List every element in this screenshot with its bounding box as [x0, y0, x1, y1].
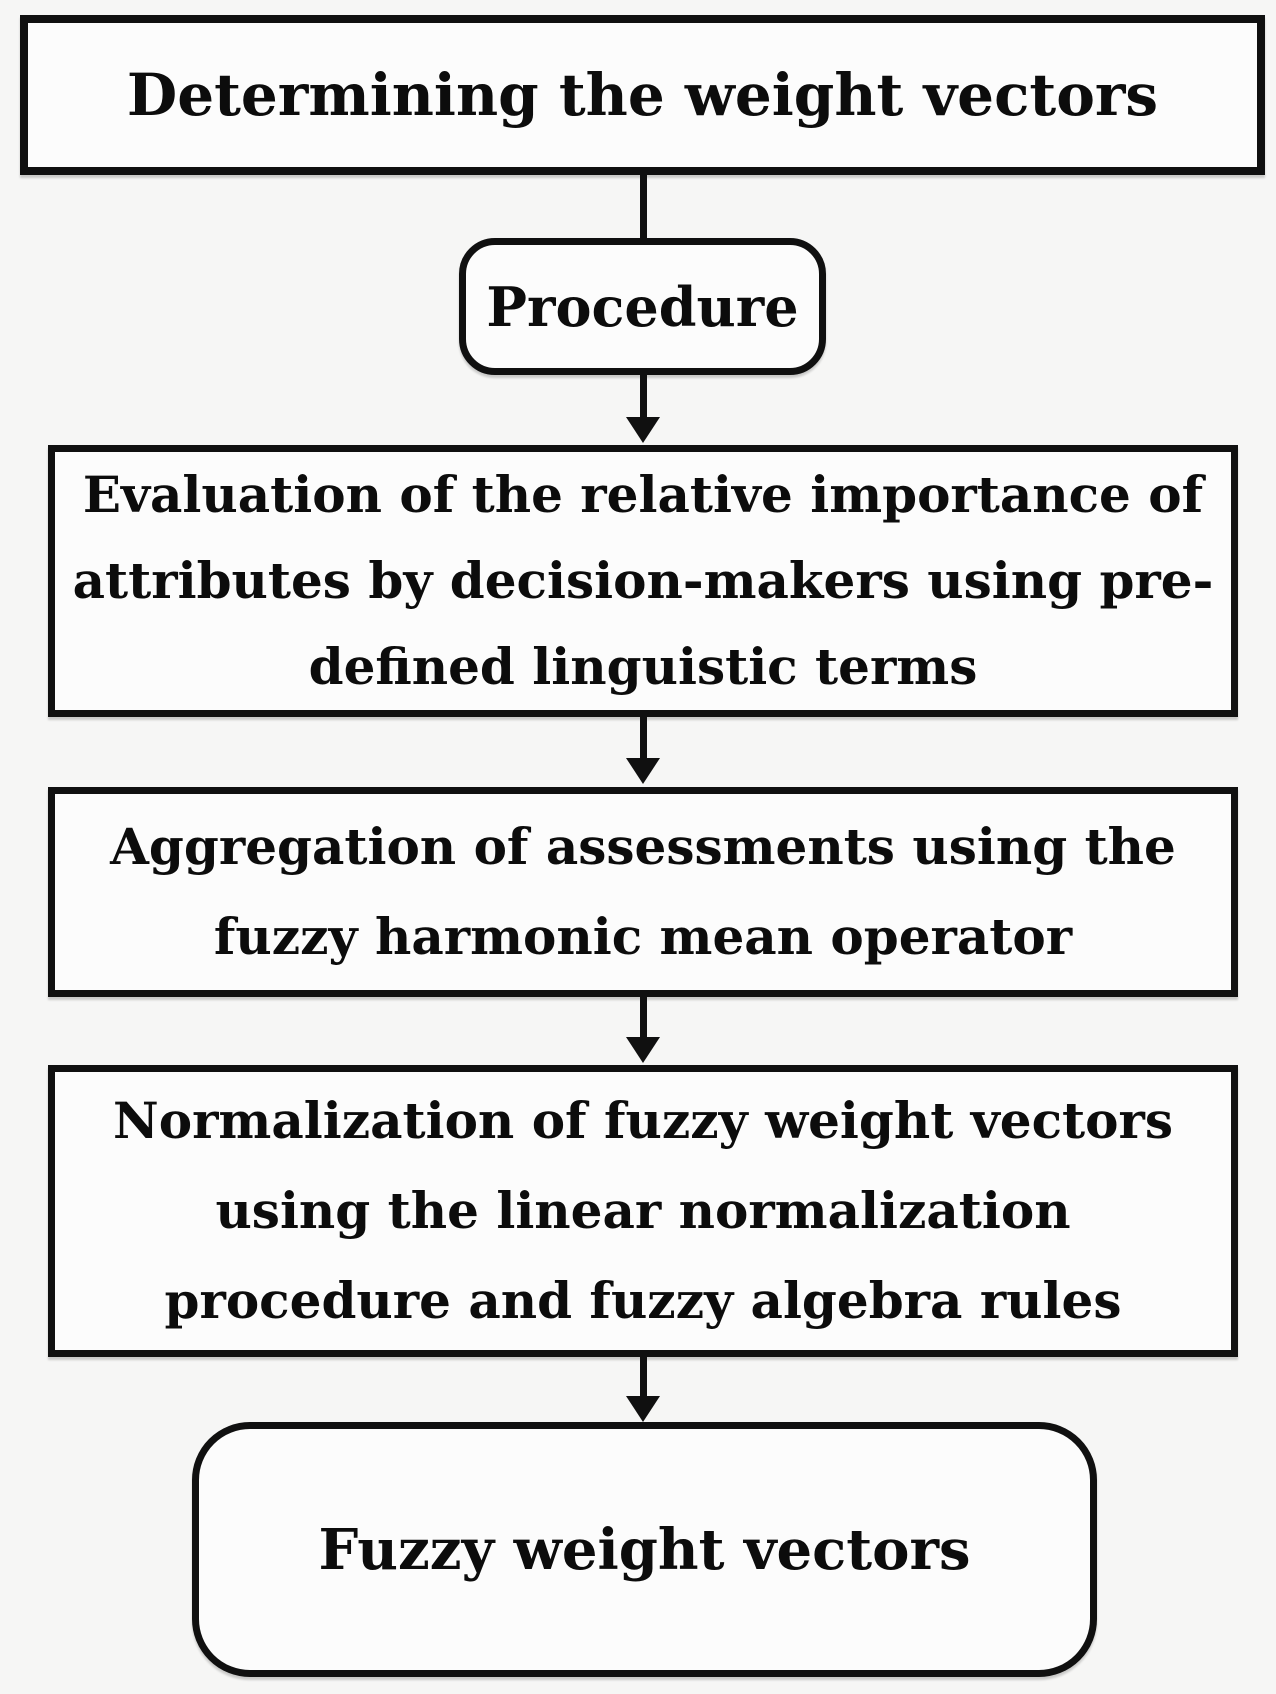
node-normalization-line: using the linear normalization [215, 1181, 1071, 1240]
arrowhead-down-icon [626, 758, 660, 784]
node-normalization-line: procedure and fuzzy algebra rules [164, 1271, 1122, 1330]
node-aggregation-line: Aggregation of assessments using the [110, 817, 1176, 876]
node-evaluation-line: Evaluation of the relative importance of [82, 465, 1204, 524]
node-aggregation-line: fuzzy harmonic mean operator [213, 907, 1073, 966]
node-evaluation-line: defined linguistic terms [308, 637, 978, 696]
arrowhead-down-icon [626, 1037, 660, 1063]
node-evaluation: Evaluation of the relative importance of… [48, 445, 1238, 717]
node-output: Fuzzy weight vectors [192, 1422, 1097, 1677]
node-normalization: Normalization of fuzzy weight vectors us… [48, 1065, 1238, 1357]
node-aggregation: Aggregation of assessments using the fuz… [48, 787, 1238, 997]
connector-normalization-to-output [640, 1355, 647, 1397]
connector-title-to-procedure [640, 173, 647, 240]
connector-evaluation-to-aggregation [640, 715, 647, 760]
node-procedure: Procedure [459, 238, 826, 375]
connector-aggregation-to-normalization [640, 995, 647, 1038]
connector-procedure-to-evaluation [640, 373, 647, 419]
arrowhead-down-icon [626, 1396, 660, 1422]
node-title: Determining the weight vectors [20, 15, 1265, 175]
node-evaluation-line: attributes by decision-makers using pre- [72, 551, 1214, 610]
node-output-label: Fuzzy weight vectors [318, 1516, 971, 1583]
node-normalization-line: Normalization of fuzzy weight vectors [113, 1091, 1173, 1150]
node-procedure-label: Procedure [486, 274, 799, 339]
node-title-label: Determining the weight vectors [126, 61, 1159, 129]
arrowhead-down-icon [626, 417, 660, 443]
